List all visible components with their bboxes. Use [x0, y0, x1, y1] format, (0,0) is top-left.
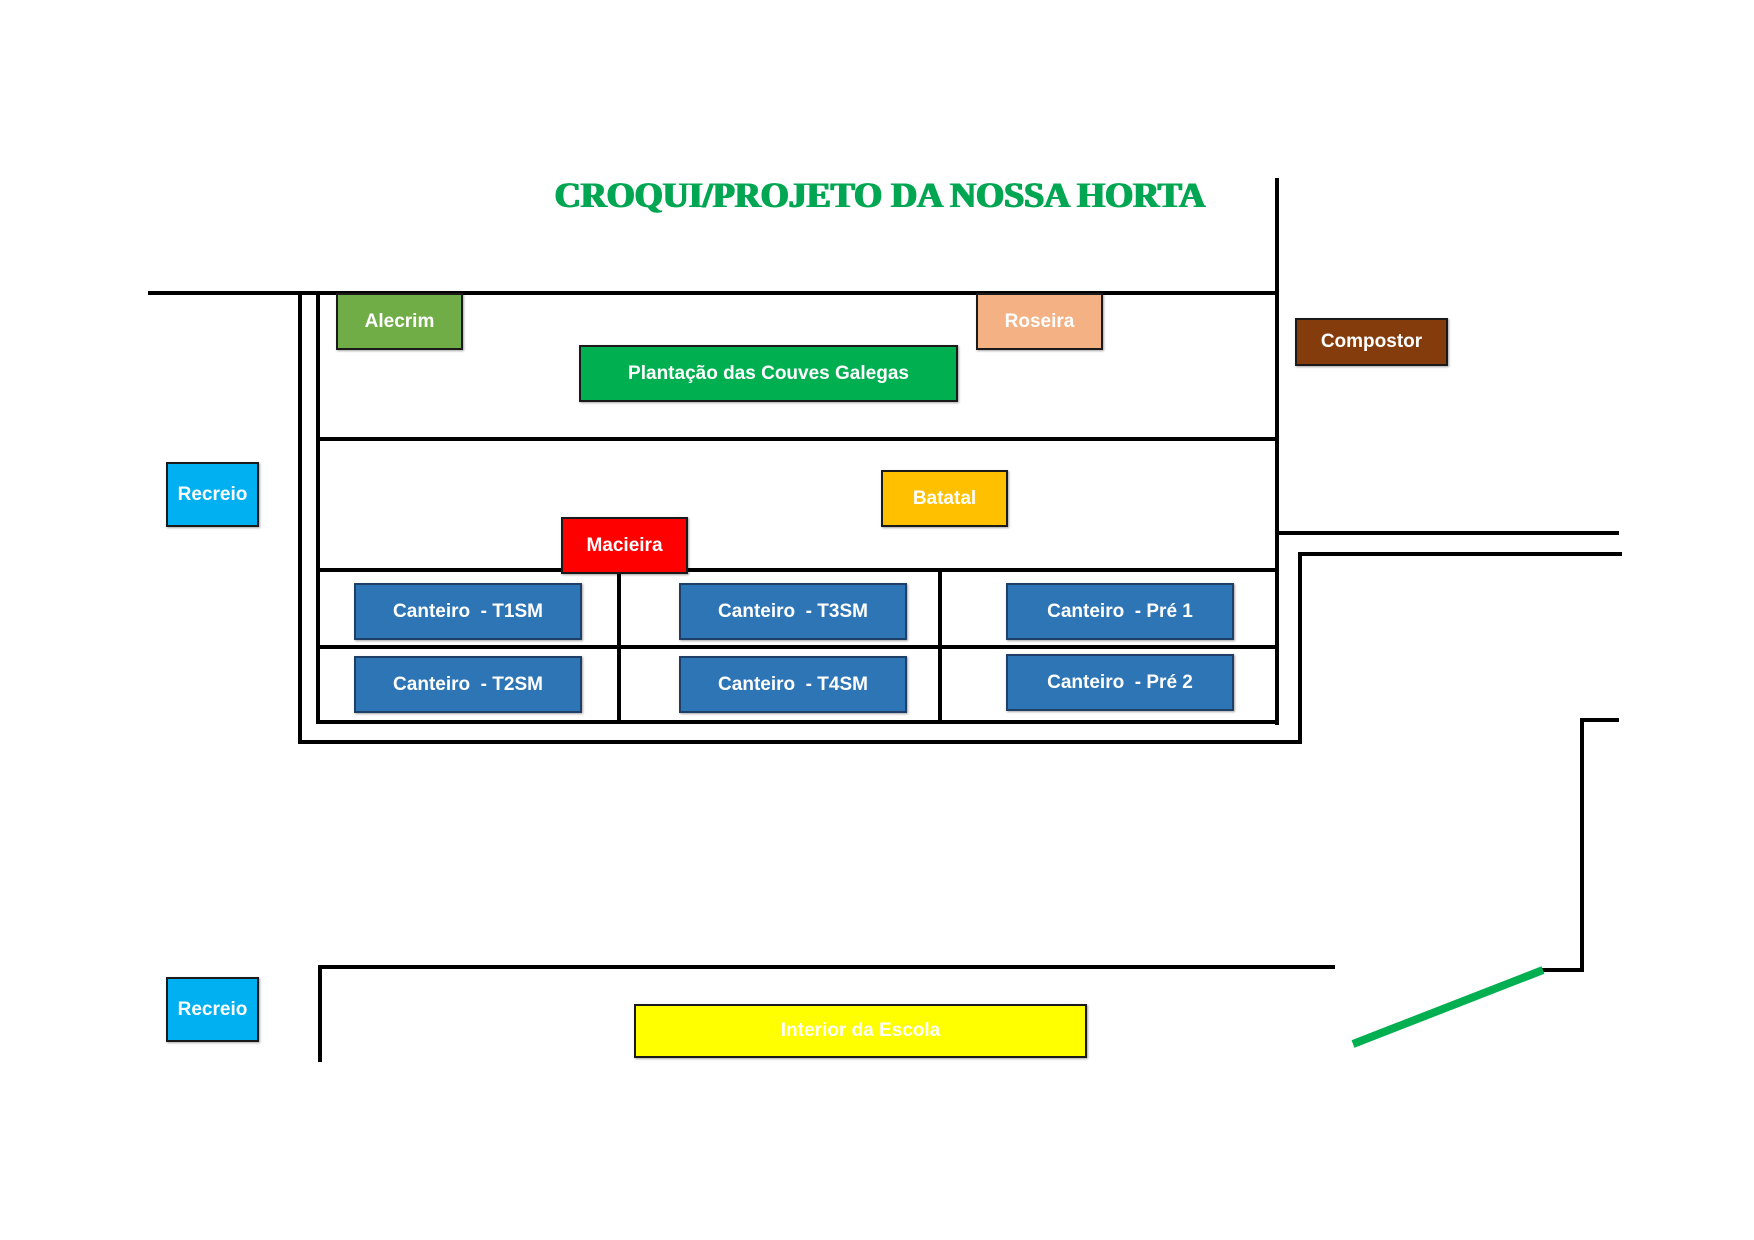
- gate-line: [1351, 966, 1545, 1048]
- canteiro-t1sm: Canteiro - T1SM: [354, 583, 582, 640]
- canteiro-t2sm: Canteiro - T2SM: [354, 656, 582, 713]
- canteiro-t4sm: Canteiro - T4SM: [679, 656, 907, 713]
- recreio-box-bottom: Recreio: [166, 977, 259, 1042]
- canteiro-pre2: Canteiro - Pré 2: [1006, 654, 1234, 711]
- macieira-box: Macieira: [561, 517, 688, 574]
- escola-label: Interior da Escola: [780, 1020, 941, 1041]
- couves-box: Plantação das Couves Galegas: [579, 345, 958, 402]
- canteiro-label: Canteiro - T1SM: [393, 600, 543, 622]
- canteiro-pre1: Canteiro - Pré 1: [1006, 583, 1234, 640]
- recreio-label-top: Recreio: [177, 483, 248, 505]
- compostor-label: Compostor: [1320, 331, 1423, 352]
- compostor-box: Compostor: [1295, 318, 1448, 366]
- alecrim-box: Alecrim: [336, 293, 463, 350]
- batatal-label: Batatal: [912, 487, 977, 509]
- canteiro-t3sm: Canteiro - T3SM: [679, 583, 907, 640]
- canteiro-label: Canteiro - T4SM: [718, 673, 868, 695]
- couves-label: Plantação das Couves Galegas: [628, 362, 909, 384]
- recreio-box-top: Recreio: [166, 462, 259, 527]
- batatal-box: Batatal: [881, 470, 1008, 527]
- recreio-label-bottom: Recreio: [177, 998, 248, 1020]
- canteiro-label: Canteiro - T3SM: [718, 600, 868, 622]
- canteiro-label: Canteiro - Pré 2: [1047, 671, 1193, 693]
- page-title: CROQUI/PROJETO DA NOSSA HORTA: [554, 175, 1206, 215]
- alecrim-label: Alecrim: [364, 310, 435, 332]
- canteiro-label: Canteiro - T2SM: [393, 673, 543, 695]
- escola-box: Interior da Escola: [634, 1004, 1087, 1058]
- macieira-label: Macieira: [586, 534, 663, 556]
- roseira-label: Roseira: [1004, 310, 1075, 332]
- roseira-box: Roseira: [976, 293, 1103, 350]
- canteiro-label: Canteiro - Pré 1: [1047, 600, 1193, 622]
